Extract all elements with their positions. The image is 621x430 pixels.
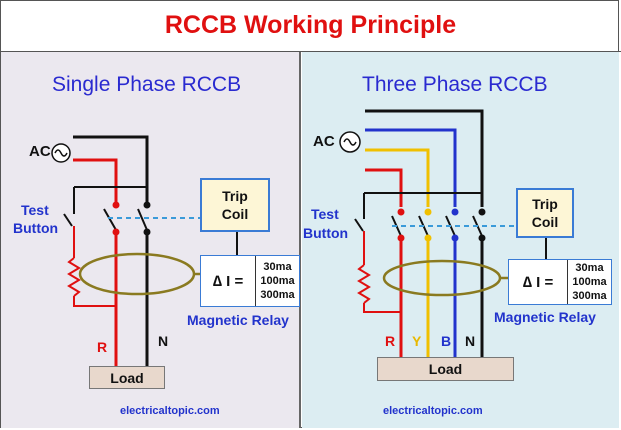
setting-100ma: 100ma <box>260 275 295 287</box>
credit-right: electricaltopic.com <box>383 405 483 417</box>
magnetic-relay-box-3ph: ∆ I = 30ma 100ma 300ma <box>508 259 612 305</box>
delta-i-label: ∆ I = <box>212 272 244 290</box>
trip-coil-label-2: Coil <box>221 206 249 222</box>
phase-line <box>73 158 118 203</box>
neutral-line <box>73 135 149 203</box>
trip-coil-3ph-label-1: Trip <box>532 196 558 212</box>
magnetic-relay-box: ∆ I = 30ma 100ma 300ma <box>200 255 300 307</box>
line-n-label-3ph: N <box>465 333 476 349</box>
single-phase-panel <box>1 52 301 428</box>
test-switch <box>63 213 73 227</box>
trip-coil-box: Trip Coil <box>200 178 270 232</box>
setting-300ma-3ph: 300ma <box>572 290 607 302</box>
setting-300ma: 300ma <box>260 289 295 301</box>
setting-100ma-3ph: 100ma <box>572 276 607 288</box>
single-phase-heading: Single Phase RCCB <box>52 73 242 96</box>
trip-coil-box-3ph: Trip Coil <box>516 188 574 238</box>
diagram-title: RCCB Working Principle <box>0 0 621 52</box>
test-label-1: Test <box>21 202 49 218</box>
test-label-3ph-2: Button <box>303 225 349 241</box>
setting-30ma: 30ma <box>263 261 292 273</box>
ac-label-3ph: AC <box>313 133 335 150</box>
test-label-3ph-1: Test <box>311 206 339 222</box>
relay-caption: Magnetic Relay <box>187 312 289 328</box>
line-r-label-3ph: R <box>385 333 396 349</box>
trip-coil-label-1: Trip <box>222 188 248 204</box>
ac-label: AC <box>29 143 51 160</box>
test-label-2: Button <box>13 220 59 236</box>
delta-i-label-3ph: ∆ I = <box>522 273 554 291</box>
line-y-label-3ph: Y <box>412 333 422 349</box>
test-resistor <box>67 257 81 297</box>
load-box: Load <box>89 366 165 389</box>
three-phase-heading: Three Phase RCCB <box>362 73 548 96</box>
neutral-contact <box>143 201 151 209</box>
line-n-label: N <box>158 333 169 349</box>
relay-caption-3ph: Magnetic Relay <box>494 309 596 325</box>
sensitivity-settings: 30ma 100ma 300ma <box>255 256 299 306</box>
current-transformer-core <box>78 252 196 296</box>
credit-left: electricaltopic.com <box>120 405 220 417</box>
trip-coil-3ph-label-2: Coil <box>531 214 559 230</box>
phase-contact <box>112 201 120 209</box>
line-r-label: R <box>97 339 108 355</box>
load-box-3ph: Load <box>377 357 514 381</box>
setting-30ma-3ph: 30ma <box>575 262 604 274</box>
line-b-label-3ph: B <box>441 333 452 349</box>
sensitivity-settings-3ph: 30ma 100ma 300ma <box>567 260 611 304</box>
